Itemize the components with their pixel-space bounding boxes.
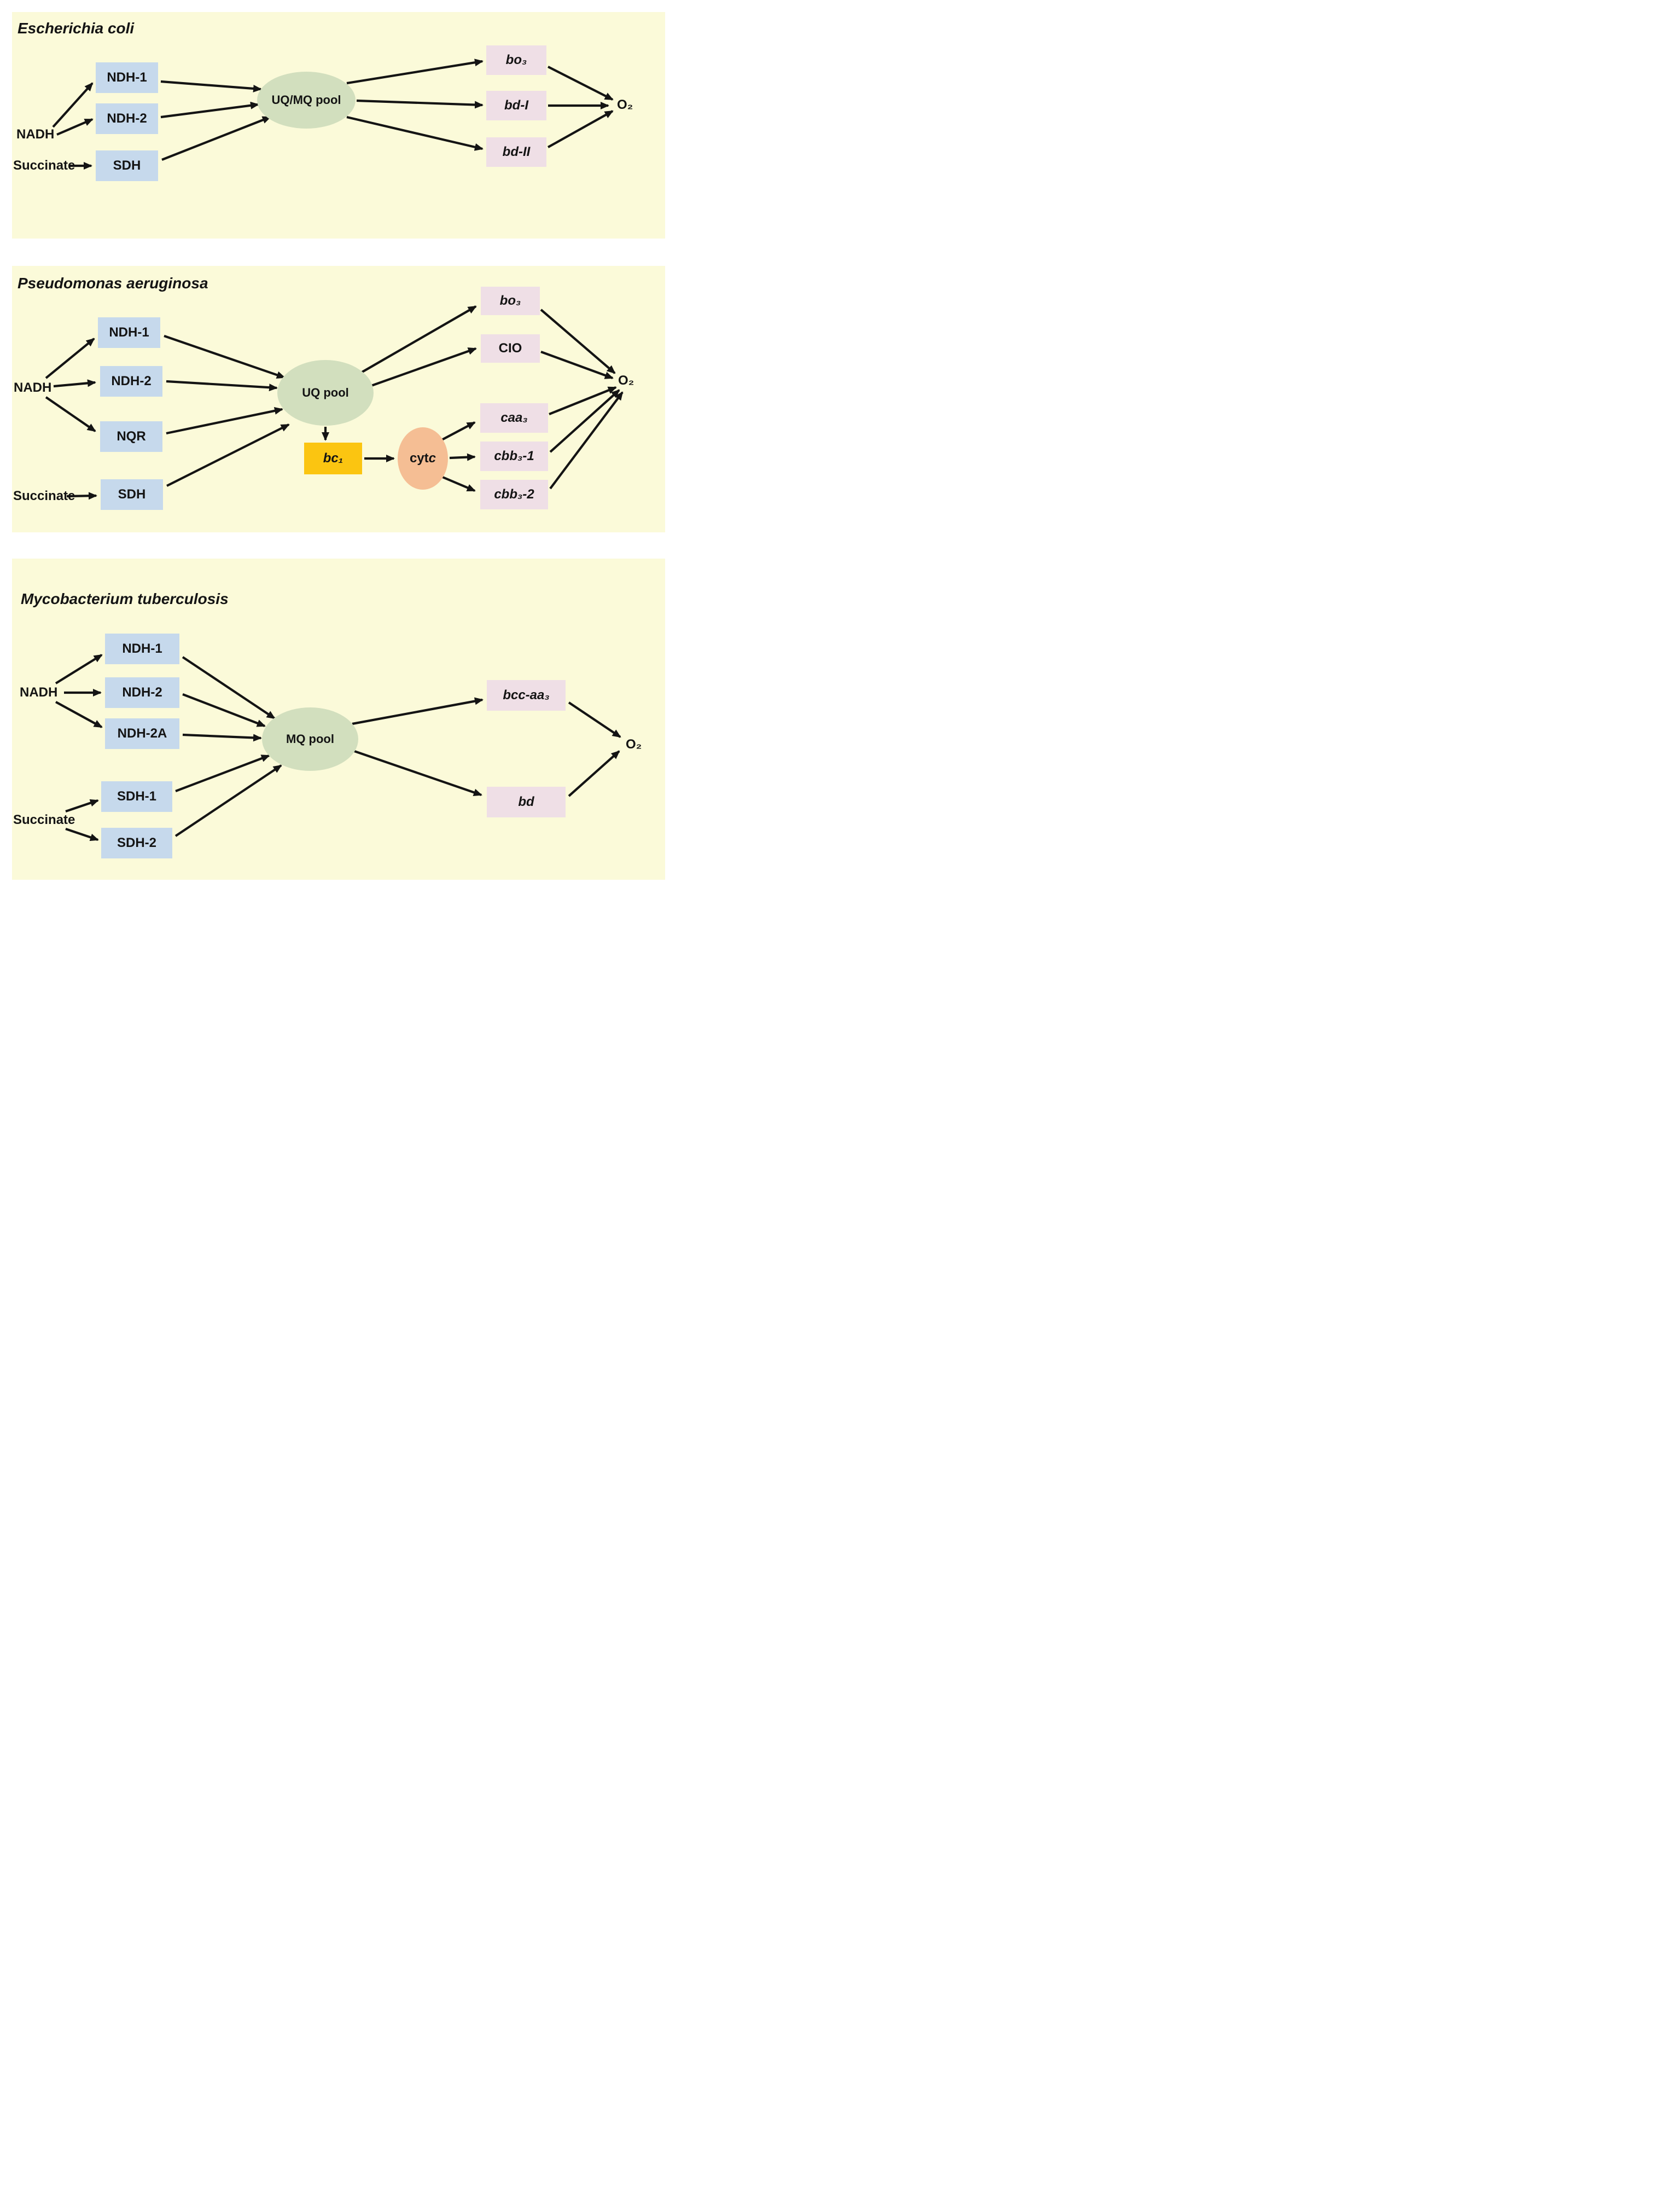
cyt-c-prefix: cyt <box>409 451 429 466</box>
nadh-label: NADH <box>20 685 58 700</box>
ndh2-box: NDH-2 <box>105 677 179 708</box>
panel-ecoli: Escherichia coli NADH Succinate NDH-1 ND… <box>12 12 665 239</box>
caa3-oxidase-box: caa₃ <box>480 403 548 433</box>
mq-pool-ellipse: MQ pool <box>262 707 358 771</box>
o2-label: O₂ <box>618 373 634 388</box>
succinate-label: Succinate <box>13 812 75 827</box>
cyt-c-italic: c <box>428 451 436 466</box>
nadh-label: NADH <box>14 380 52 395</box>
panel-title-mtuberculosis: Mycobacterium tuberculosis <box>21 590 229 607</box>
nadh-label: NADH <box>16 127 55 142</box>
bdII-oxidase-box: bd-II <box>486 137 546 167</box>
cbb3-2-oxidase-box: cbb₃-2 <box>480 480 548 509</box>
cyt-c-circle: cyt c <box>398 427 448 490</box>
bdI-oxidase-box: bd-I <box>486 91 546 120</box>
panel-title-ecoli: Escherichia coli <box>18 20 135 37</box>
sdh-box: SDH <box>96 150 158 181</box>
ndh2a-box: NDH-2A <box>105 718 179 749</box>
panel-title-paeruginosa: Pseudomonas aeruginosa <box>18 275 208 292</box>
o2-label: O₂ <box>626 737 642 752</box>
uq-pool-ellipse: UQ pool <box>277 360 374 426</box>
bc1-complex-box: bc₁ <box>304 443 362 474</box>
ndh1-box: NDH-1 <box>96 62 158 93</box>
bo3-oxidase-box: bo₃ <box>481 287 540 315</box>
ndh2-box: NDH-2 <box>100 366 162 397</box>
bo3-oxidase-box: bo₃ <box>486 45 546 75</box>
bd-oxidase-box: bd <box>487 787 566 817</box>
sdh1-box: SDH-1 <box>101 781 172 812</box>
cbb3-1-oxidase-box: cbb₃-1 <box>480 442 548 471</box>
sdh2-box: SDH-2 <box>101 828 172 858</box>
ndh2-box: NDH-2 <box>96 103 158 134</box>
o2-label: O₂ <box>617 97 633 112</box>
uq-mq-pool-ellipse: UQ/MQ pool <box>257 72 356 129</box>
panel-paeruginosa: Pseudomonas aeruginosa NADH Succinate ND… <box>12 266 665 532</box>
ndh1-box: NDH-1 <box>98 317 160 348</box>
panel-mtuberculosis: Mycobacterium tuberculosis NADH Succinat… <box>12 559 665 880</box>
ndh1-box: NDH-1 <box>105 634 179 664</box>
succinate-label: Succinate <box>13 158 75 173</box>
succinate-label: Succinate <box>13 489 75 503</box>
sdh-box: SDH <box>101 479 163 510</box>
figure-respiratory-chains: { "figure": { "colors": { "panel-bg": "#… <box>0 0 671 885</box>
nqr-box: NQR <box>100 421 162 452</box>
cio-oxidase-box: CIO <box>481 334 540 363</box>
bcc-aa3-oxidase-box: bcc-aa₃ <box>487 680 566 711</box>
